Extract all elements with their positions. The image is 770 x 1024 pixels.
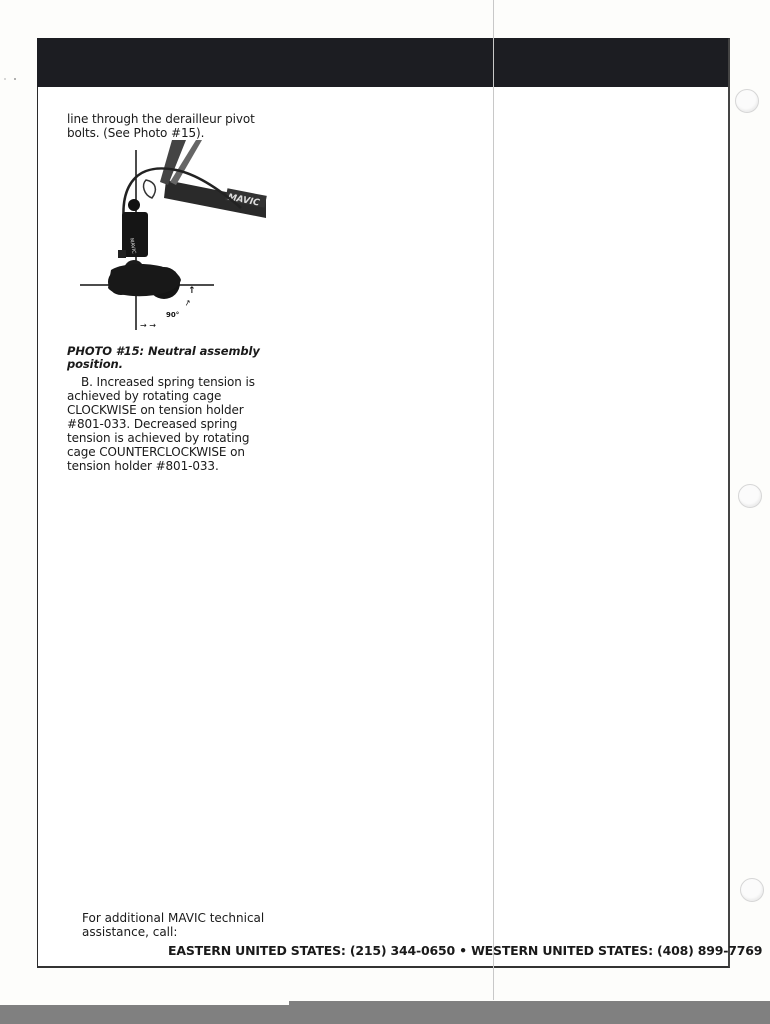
paragraph-b-text: B. Increased spring tension is achieved … (67, 375, 255, 473)
scan-speck (4, 78, 6, 80)
fold-line (493, 0, 494, 1000)
scan-bottom-bar (0, 1005, 770, 1024)
svg-text:↑: ↑ (182, 298, 192, 309)
paragraph-b: B. Increased spring tension is achieved … (67, 375, 277, 473)
svg-text:↑: ↑ (188, 286, 196, 296)
intro-text: line through the derailleur pivot bolts.… (67, 112, 255, 140)
photo-caption: PHOTO #15: Neutral assembly position. (67, 344, 260, 371)
binder-hole-bottom (740, 878, 764, 902)
header-band (37, 38, 728, 87)
scan-speck (14, 78, 16, 80)
angle-label: 90° (166, 311, 179, 319)
footer-phone-numbers: EASTERN UNITED STATES: (215) 344-0650 • … (168, 943, 763, 958)
binder-hole-middle (738, 484, 762, 508)
derailleur-photo: MAVIC MAVIC ↑ ↑ 90° → → (80, 140, 267, 330)
svg-text:→ →: → → (140, 321, 156, 330)
binder-hole-top (735, 89, 759, 113)
scan-edge-bar (289, 1001, 770, 1005)
svg-text:MAVIC: MAVIC (128, 238, 137, 255)
footer-note: For additional MAVIC technical assistanc… (82, 911, 265, 939)
